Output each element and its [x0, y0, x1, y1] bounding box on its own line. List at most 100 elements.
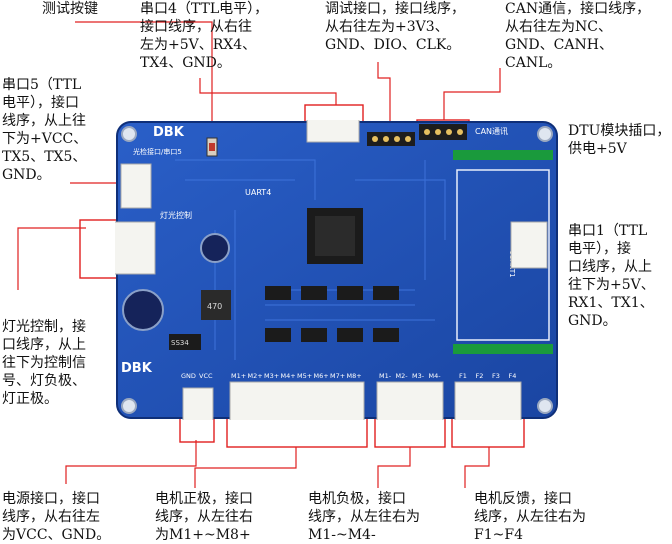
label-line: RX1、TX1、: [568, 295, 654, 311]
pin-label: F3: [492, 372, 500, 380]
label-line: 线序，从上往: [2, 113, 86, 129]
debug-header[interactable]: [367, 132, 415, 146]
label-can: CAN通信，接口线序， 从右往左为NC、 GND、CANH、 CANL。: [505, 0, 650, 72]
callout-light: [17, 227, 86, 290]
label-line: TX5、TX5、: [2, 149, 87, 165]
mount-hole: [121, 398, 137, 414]
label-line: TX4、GND。: [140, 55, 231, 71]
pin-label: F1: [459, 372, 467, 380]
dtu-outline: [456, 169, 550, 341]
label-line: GND、DIO、CLK。: [325, 37, 461, 53]
label-line: F1~F4: [474, 527, 523, 543]
label-line: 电平），接: [568, 241, 631, 257]
capacitor-small: [200, 233, 230, 263]
label-line: 从右往左为+3V3、: [325, 19, 449, 35]
can-header[interactable]: [419, 124, 467, 140]
label-line: GND。: [2, 167, 51, 183]
driver-ic: [301, 286, 327, 300]
driver-ic: [301, 328, 327, 342]
callout-test-button: [75, 21, 213, 136]
callout-can: [443, 68, 501, 120]
label-line: GND、CANH、: [505, 37, 613, 53]
label-line: M1-~M4-: [308, 527, 376, 543]
label-line: 口线序，从上: [568, 259, 652, 275]
callout-motor-fb: [464, 447, 490, 488]
label-line: 电源接口，接口: [2, 491, 100, 507]
pin-label: M3+: [264, 372, 279, 380]
label-line: CAN通信，接口线序，: [505, 1, 651, 17]
label-line: 串口4（TTL电平），: [140, 1, 269, 17]
callout-uart4: [199, 78, 337, 105]
callout-motor-pos: [194, 447, 297, 488]
dtu-header-top[interactable]: [453, 150, 553, 160]
inductor: [201, 290, 231, 320]
label-line: 电机负极，接口: [308, 491, 406, 507]
pin-label: M1-: [379, 372, 392, 380]
mount-hole: [537, 126, 553, 142]
diode-label: SS34: [171, 339, 189, 347]
label-dtu: DTU模块插口，供电+5V: [568, 122, 670, 158]
label-line: 灯正极。: [2, 391, 58, 407]
driver-ic: [337, 286, 363, 300]
callout-motor-neg: [377, 447, 411, 488]
board-logo: DBK: [153, 125, 185, 140]
label-line: 线序，从左往右为: [308, 509, 420, 525]
label-line: GND。: [568, 313, 617, 329]
board-logo-bottom: DBK: [121, 361, 153, 376]
pin-label: M2+: [248, 372, 263, 380]
driver-ic: [265, 328, 291, 342]
pin-label: M2-: [396, 372, 409, 380]
can-silk: CAN通讯: [475, 126, 508, 136]
driver-ic: [265, 286, 291, 300]
callout-power: [65, 440, 197, 484]
power-connector[interactable]: [182, 387, 214, 420]
label-line: 电机正极，接口: [155, 491, 253, 507]
label-line: 串口1（TTL: [568, 223, 648, 239]
label-line: 线序，从左往右: [155, 509, 253, 525]
dtu-header-bottom[interactable]: [453, 344, 553, 354]
pin-label: VCC: [199, 372, 213, 380]
label-line: CANL。: [505, 55, 562, 71]
pin-label: M1+: [231, 372, 246, 380]
mount-hole: [121, 126, 137, 142]
light-silk: 灯光控制: [160, 210, 192, 220]
light-connector[interactable]: [115, 221, 156, 275]
uart5-connector[interactable]: [120, 163, 152, 209]
label-line: 号、灯负极、: [2, 373, 86, 389]
driver-ic: [373, 286, 399, 300]
label-power: 电源接口，接口线序，从右往左为VCC、GND。: [2, 490, 110, 544]
pin-label: GND: [181, 372, 196, 380]
motor-neg-connector[interactable]: [376, 381, 444, 420]
label-line: 为VCC、GND。: [2, 527, 111, 543]
pin-label: M8+: [347, 372, 362, 380]
label-line: 接口线序，从右往: [140, 19, 252, 35]
label-line: 测试按键: [42, 1, 98, 17]
label-light: 灯光控制，接口线序，从上往下为控制信号、灯负极、灯正极。: [2, 318, 86, 408]
callout-debug: [377, 62, 391, 132]
driver-ic: [373, 328, 399, 342]
uart4-connector[interactable]: [306, 120, 360, 143]
diode: [169, 334, 201, 350]
pin-label: M3-: [412, 372, 425, 380]
mcu-chip: [307, 208, 363, 264]
pin-label: F2: [476, 372, 484, 380]
label-line: 供电+5V: [568, 141, 627, 157]
label-line: 线序，从右往左: [2, 509, 100, 525]
pin-label: M6+: [314, 372, 329, 380]
motor-pos-connector[interactable]: [229, 381, 365, 420]
label-line: 左为+5V、RX4、: [140, 37, 257, 53]
capacitor: [122, 289, 164, 331]
label-line: 调试接口，接口线序，: [325, 1, 465, 17]
uart1-connector[interactable]: [510, 221, 548, 269]
label-motor-pos: 电机正极，接口线序，从左往右为M1+~M8+: [155, 490, 253, 544]
label-line: 往下为控制信: [2, 355, 86, 371]
label-line: 从右往左为NC、: [505, 19, 612, 35]
inductor-label: 470: [207, 302, 222, 311]
label-motor-neg: 电机负极，接口线序，从左往右为 M1-~M4-: [308, 490, 420, 544]
pin-label: M7+: [330, 372, 345, 380]
label-line: 为M1+~M8+: [155, 527, 251, 543]
label-uart4: 串口4（TTL电平）， 接口线序，从右往左为+5V、RX4、 TX4、GND。: [140, 0, 268, 72]
motor-fb-connector[interactable]: [454, 381, 522, 420]
pin-label: M4+: [281, 372, 296, 380]
